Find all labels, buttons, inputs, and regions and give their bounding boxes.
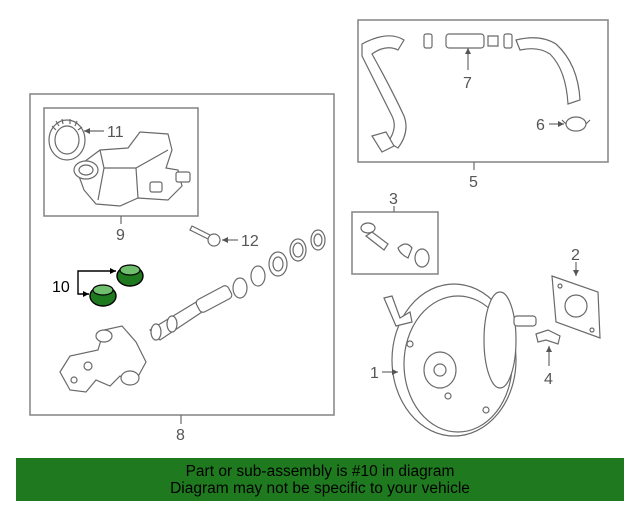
callout-8: 8 [176,427,185,444]
pin-part [189,225,221,247]
check-valve-part [423,33,513,49]
brake-booster-part [383,283,537,437]
callout-3: 3 [389,191,398,208]
assembly-box-3 [351,211,439,275]
callout-2: 2 [571,247,580,264]
callout-7: 7 [463,75,472,92]
clevis-pin-part [360,222,430,268]
callout-12: 12 [241,233,259,250]
assembly-box-8 [29,93,335,416]
part-info-banner: Part or sub-assembly is #10 in diagram D… [16,458,624,501]
callout-10: 10 [52,279,70,296]
reservoir-tank-part [73,131,191,207]
callout-5: 5 [469,174,478,191]
callout-6: 6 [536,117,545,134]
gasket-part [551,275,601,339]
master-cylinder-part [59,285,233,393]
reservoir-cap-part [48,118,86,161]
hose-clamp-part [561,116,591,132]
callout-1: 1 [370,365,379,382]
banner-line-1: Part or sub-assembly is #10 in diagram [185,462,455,480]
vacuum-hose-part [361,35,581,153]
callout-4: 4 [544,371,553,388]
banner-line-2: Diagram may not be specific to your vehi… [170,479,470,497]
seal-ring-set [150,229,326,341]
parts-diagram: 8 9 11 12 10 [29,19,609,444]
small-hose-part [535,329,561,345]
callout-11: 11 [107,124,124,141]
callout-9: 9 [116,227,125,244]
assembly-box-5 [357,19,609,163]
grommet-part-10 [89,264,144,307]
